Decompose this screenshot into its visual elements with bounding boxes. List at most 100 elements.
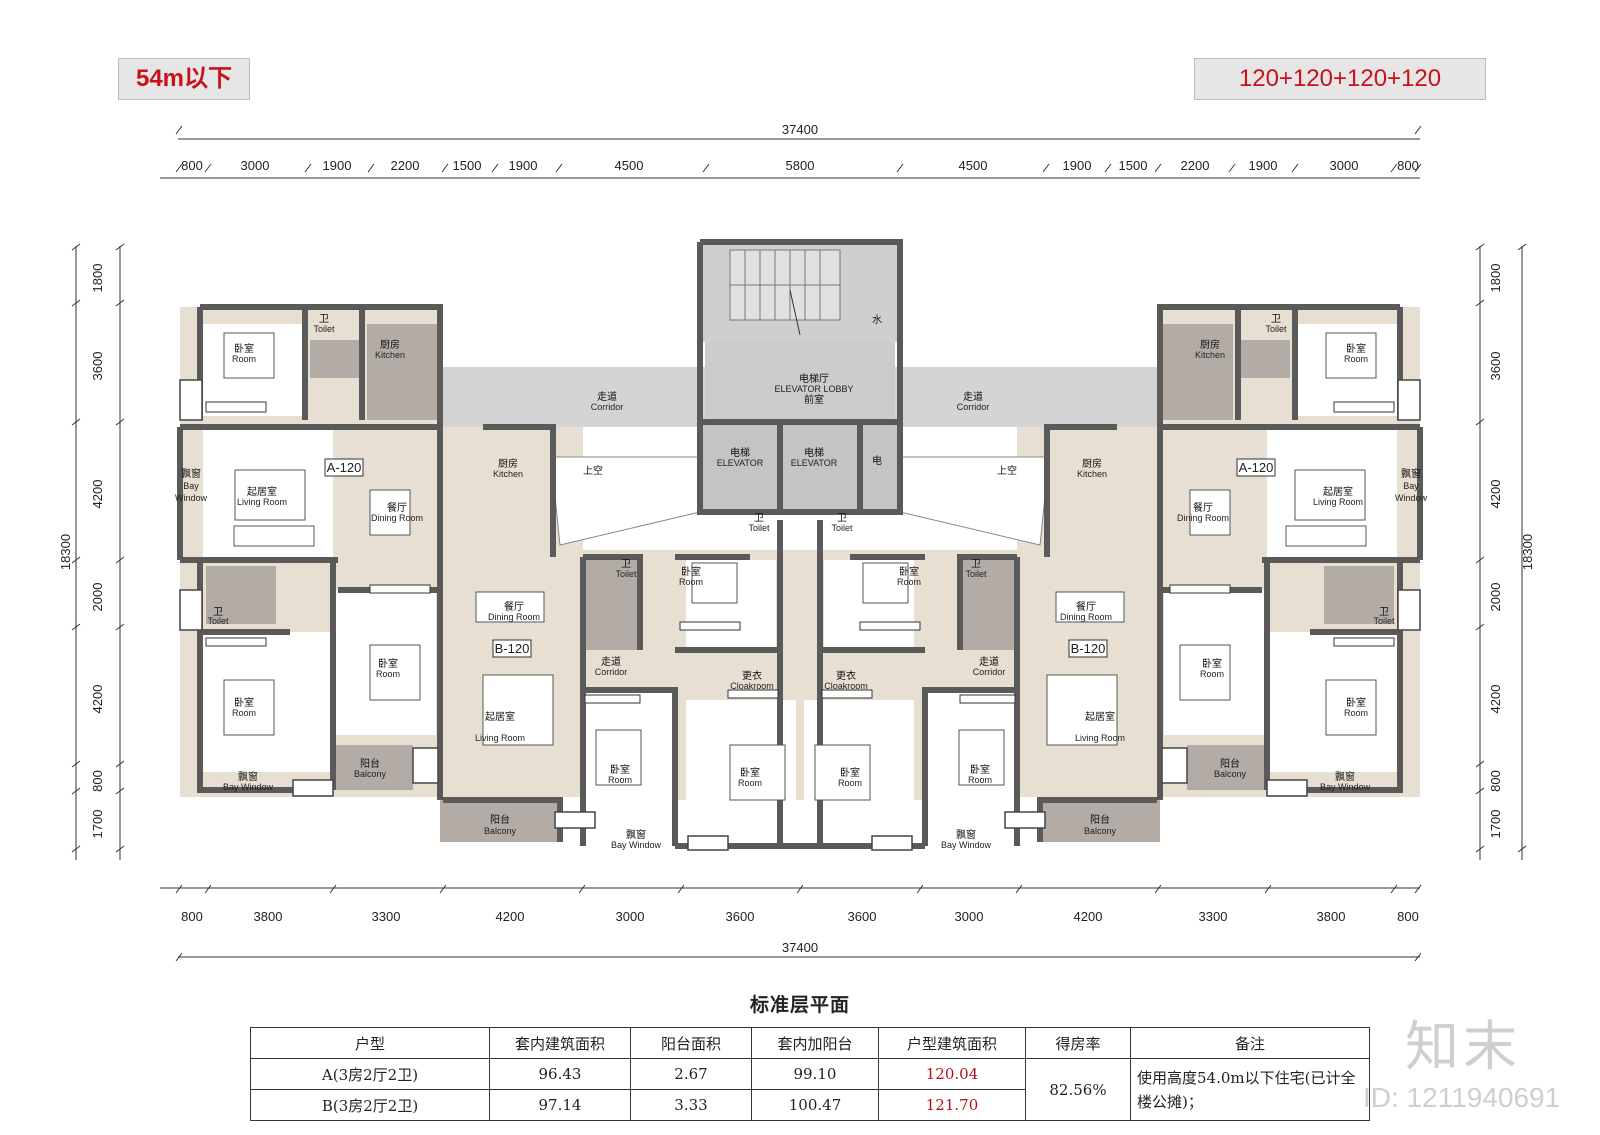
watermark-id: ID: 1211940691 [1363,1082,1561,1113]
dim-left-4: 4200 [90,685,105,714]
room-label: 厨房 [1200,338,1220,351]
room-label: Living Room [1313,497,1363,507]
dim-top-total: 37400 [782,122,818,137]
dim-right-0: 1800 [1488,264,1503,293]
unit-tag-a-left: A-120 [327,460,362,475]
dim-top-14: 800 [1397,158,1419,173]
room-label: Living Room [237,497,287,507]
watermark-logo: 知末 [1405,1015,1521,1078]
balcony-area: 3.33 [630,1089,752,1121]
remarks: 使用高度54.0m以下住宅(已计全楼公摊)； [1130,1058,1370,1121]
table-header: 套内建筑面积 [489,1027,631,1059]
room-label: ELEVATOR LOBBY [774,384,853,394]
dim-top-1: 3000 [241,158,270,173]
room-label: Room [968,775,992,785]
table-header: 阳台面积 [630,1027,752,1059]
room-label: Bay Window [1320,782,1371,792]
room-label: Bay Window [223,782,274,792]
room-label: Toilet [207,616,229,626]
room-label: 飘窗 [1401,467,1421,480]
dim-bottom-8: 4200 [1074,909,1103,924]
dim-bottom-5: 3600 [726,909,755,924]
room-label: 卫 [1271,314,1281,325]
dim-top-4: 1500 [453,158,482,173]
dim-bottom-1: 3800 [254,909,283,924]
room-label: Toilet [1265,324,1287,334]
dim-bottom-6: 3600 [848,909,877,924]
room-label: Room [1200,669,1224,679]
floor-plan-drawing: 37400 800 3000 1900 2200 1500 1900 4500 … [58,122,1535,962]
dim-left-2: 4200 [90,480,105,509]
room-labels: 卧室 Room 卫 Toilet 厨房 Kitchen 起居室 Living R… [175,314,1428,850]
room-label: Bay Window [611,840,662,850]
room-label: Room [1344,354,1368,364]
room-label: 餐厅 [1193,501,1213,514]
dim-right-2: 4200 [1488,480,1503,509]
table-row: B(3房2厅2卫) 97.14 3.33 100.47 121.70 [250,1089,1370,1121]
room-label: Room [1344,708,1368,718]
room-label: 卧室 [1346,696,1366,709]
room-label: 电梯 [730,446,750,459]
room-label: 走道 [597,390,617,403]
room-label: 卧室 [378,657,398,670]
dim-bottom-4: 3000 [616,909,645,924]
unit-type: B(3房2厅2卫) [250,1089,490,1121]
dim-top-9: 1900 [1063,158,1092,173]
room-label: 飘窗 [626,828,646,841]
room-label: 卧室 [234,342,254,355]
room-label: 走道 [979,655,999,668]
room-label: Kitchen [1195,350,1225,360]
room-label: 阳台 [1220,757,1240,770]
dim-right-3: 2000 [1488,583,1503,612]
room-label: 电 [872,454,882,467]
room-label: Corridor [591,402,624,412]
room-label: 卫 [621,559,631,570]
dim-bottom-total: 37400 [782,940,818,955]
dim-side-total-right: 18300 [1520,534,1535,570]
unit-tag-b-right: B-120 [1071,641,1106,656]
room-label: 飘窗 [1335,770,1355,783]
room-label: 上空 [997,464,1017,477]
room-label: Living Room [475,733,525,743]
inner-plus-balcony: 99.10 [751,1058,879,1090]
room-label: Room [738,778,762,788]
room-label: Window [1395,493,1428,503]
room-label: 卫 [1379,607,1389,618]
room-label: Balcony [1084,826,1117,836]
room-label: 电梯厅 [799,372,829,385]
furniture [223,332,1377,801]
dim-left-3: 2000 [90,583,105,612]
room-label: 走道 [963,390,983,403]
bay-windows [179,379,1421,851]
room-label: Room [376,669,400,679]
room-label: 飘窗 [956,828,976,841]
room-label: 卧室 [1202,657,1222,670]
height-limit-tag: 54m以下 [118,58,250,100]
room-label: Bay [183,481,199,491]
gross-area: 121.70 [878,1089,1026,1121]
dim-top-2: 1900 [323,158,352,173]
balcony-area: 2.67 [630,1058,752,1090]
room-label: 卫 [319,314,329,325]
inner-area: 96.43 [489,1058,631,1090]
wardrobes [205,401,1395,704]
area-table: 户型 套内建筑面积 阳台面积 套内加阳台 户型建筑面积 得房率 备注 A(3房2… [250,1027,1370,1121]
table-header-row: 户型 套内建筑面积 阳台面积 套内加阳台 户型建筑面积 得房率 备注 [250,1027,1370,1059]
room-label: 厨房 [380,338,400,351]
room-label: 卧室 [740,766,760,779]
dim-bottom-3: 4200 [496,909,525,924]
room-label: Room [679,577,703,587]
room-label: Cloakroom [730,681,774,691]
room-label: Toilet [313,324,335,334]
room-label: 卧室 [610,763,630,776]
room-label: 卧室 [234,696,254,709]
table-header: 备注 [1130,1027,1370,1059]
room-label: Toilet [748,523,770,533]
table-header: 套内加阳台 [751,1027,879,1059]
room-label: Living Room [1075,733,1125,743]
stair [729,249,841,336]
room-label: 卧室 [1346,342,1366,355]
room-label: 起居室 [1085,710,1115,723]
dim-top-8: 4500 [959,158,988,173]
room-label: 飘窗 [238,770,258,783]
